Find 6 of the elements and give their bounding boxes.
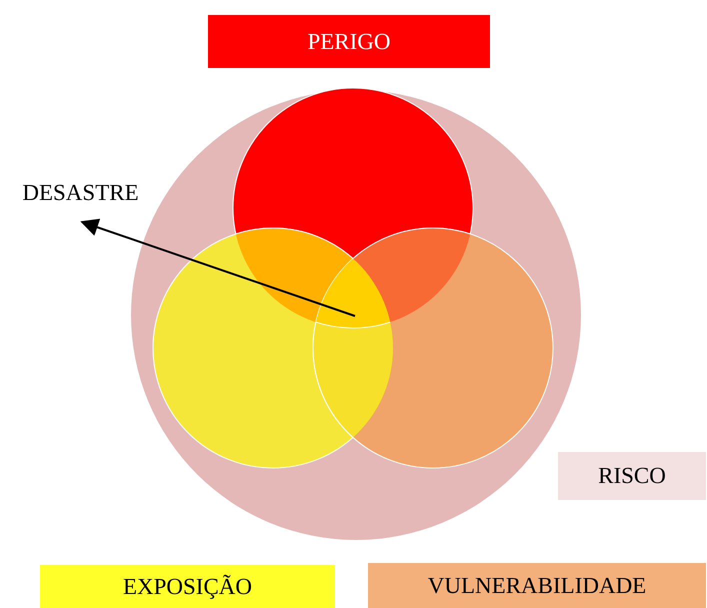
risk-box: RISCO — [558, 452, 706, 500]
vulnerability-box: VULNERABILIDADE — [368, 563, 706, 608]
hazard-box: PERIGO — [208, 15, 490, 68]
exposure-box: EXPOSIÇÃO — [40, 565, 335, 608]
disaster-label: DESASTRE — [22, 180, 139, 206]
arrow — [80, 218, 356, 317]
